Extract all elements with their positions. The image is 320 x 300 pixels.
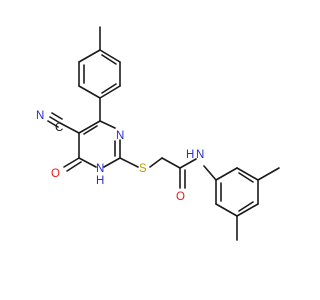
bond [83, 125, 98, 135]
bond [119, 157, 139, 168]
amide-nh-h-label: H [186, 149, 194, 161]
bond [101, 83, 117, 94]
bond [236, 203, 259, 217]
bond [78, 49, 101, 63]
bond [63, 157, 80, 168]
bond [51, 112, 63, 120]
bond [47, 120, 59, 128]
bond [257, 167, 280, 181]
bond [238, 201, 254, 212]
bond [203, 165, 217, 181]
bond [99, 85, 121, 99]
bond [101, 54, 117, 65]
amide-o-label: O [176, 191, 185, 203]
bond [215, 203, 238, 217]
molecule-structure: N C N N H O S O H N [36, 26, 280, 241]
bond [99, 120, 116, 129]
ring-n3-label: N [116, 130, 124, 142]
bonds [47, 26, 280, 241]
bond [78, 85, 101, 99]
bond [66, 161, 82, 172]
ring-nh-label: N [96, 163, 104, 175]
bond [103, 157, 121, 168]
nitrile-n-label: N [36, 110, 44, 122]
bond [99, 49, 121, 63]
bond [59, 122, 80, 134]
bond [149, 157, 163, 168]
bond [179, 158, 197, 169]
bond [238, 172, 254, 183]
amide-nh-n-label: N [196, 149, 204, 161]
atom-labels: N C N N H O S O H N [36, 110, 204, 203]
nitrile-c-label: C [55, 122, 63, 134]
bond [49, 116, 61, 124]
thioether-s-label: S [139, 163, 147, 175]
bond [215, 167, 238, 181]
bond [236, 167, 259, 181]
bond [161, 157, 181, 169]
carbonyl-o-label: O [51, 168, 60, 180]
bond [78, 157, 97, 168]
bond [78, 120, 101, 134]
ring-nh-h-label: H [96, 175, 104, 187]
